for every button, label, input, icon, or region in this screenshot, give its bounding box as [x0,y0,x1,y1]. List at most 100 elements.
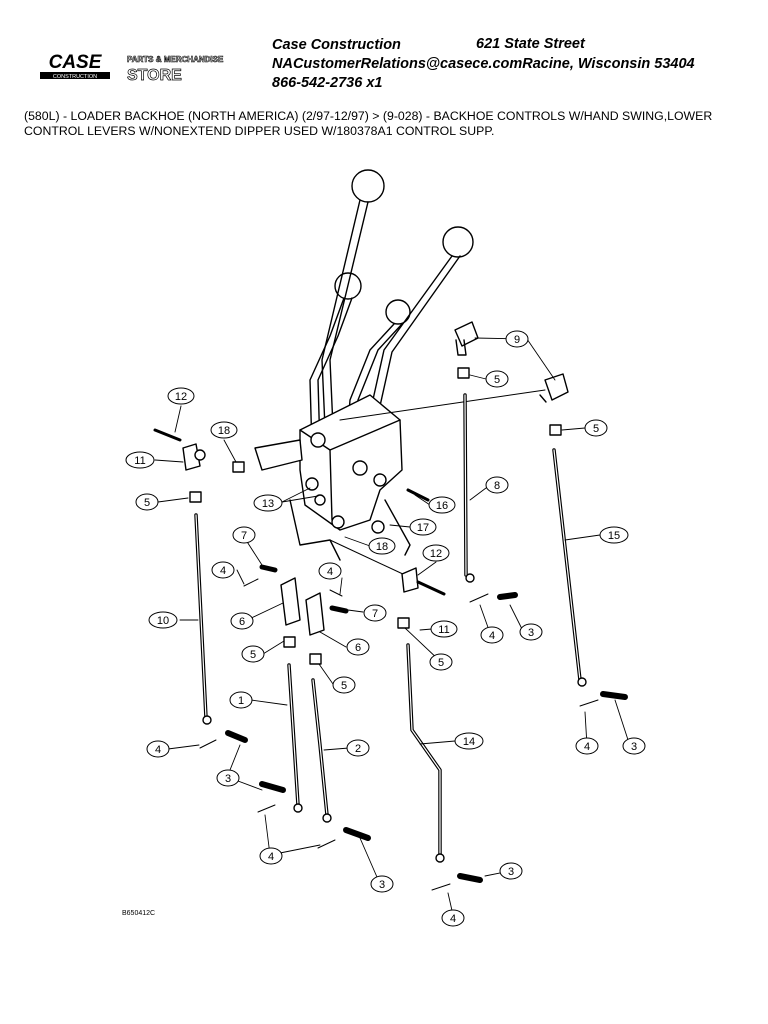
callout-4: 4 [480,626,504,644]
callout-3: 3 [216,769,240,787]
svg-text:5: 5 [438,657,444,669]
callout-15: 15 [599,526,629,544]
svg-text:4: 4 [155,744,161,756]
svg-text:5: 5 [250,649,256,661]
callout-4: 4 [259,847,283,865]
callout-5: 5 [485,370,509,388]
svg-text:12: 12 [175,391,187,403]
callout-11: 11 [125,451,155,469]
callout-3: 3 [499,862,523,880]
svg-text:16: 16 [436,500,448,512]
swivel-joint-upper [454,321,479,356]
callout-7: 7 [232,526,256,544]
callout-4: 4 [318,562,342,580]
svg-text:14: 14 [463,736,475,748]
svg-text:5: 5 [341,680,347,692]
figure-code: B650412C [122,910,156,917]
case-logo: CASE CONSTRUCTION [40,52,110,80]
callout-4: 4 [146,740,170,758]
callout-5: 5 [135,493,159,511]
svg-text:PARTS & MERCHANDISE: PARTS & MERCHANDISE [127,55,224,64]
svg-text:13: 13 [262,498,274,510]
svg-text:5: 5 [593,423,599,435]
company-email[interactable]: NACustomerRelations@casece.com [272,56,523,72]
callout-16: 16 [428,496,456,514]
svg-text:4: 4 [220,565,226,577]
svg-text:7: 7 [372,608,378,620]
callout-10: 10 [148,611,178,629]
svg-text:4: 4 [327,566,333,578]
swivel-joint-right [539,373,569,403]
merchandise-store-logo: PARTS & MERCHANDISE STORE [127,55,224,85]
svg-text:17: 17 [417,522,429,534]
callout-4: 4 [575,737,599,755]
svg-text:18: 18 [376,541,388,553]
svg-text:CASE: CASE [49,52,103,73]
callout-14: 14 [454,732,484,750]
svg-text:3: 3 [631,741,637,753]
svg-text:5: 5 [144,497,150,509]
svg-text:9: 9 [514,334,520,346]
callout-18: 18 [210,421,238,439]
callout-6: 6 [230,612,254,630]
svg-text:3: 3 [528,627,534,639]
callout-5: 5 [241,645,265,663]
svg-text:CONSTRUCTION: CONSTRUCTION [53,74,97,80]
svg-text:STORE: STORE [127,67,182,84]
control-valve-housing [254,394,411,561]
pins [225,564,628,883]
company-contact: Case Construction NACustomerRelations@ca… [272,36,695,93]
callout-3: 3 [622,737,646,755]
svg-text:1: 1 [238,695,244,707]
callout-5: 5 [332,676,356,694]
company-email-city: NACustomerRelations@casece.comRacine, Wi… [272,55,695,74]
callout-2: 2 [346,739,370,757]
svg-text:11: 11 [134,455,145,467]
callout-4: 4 [211,561,235,579]
callout-11: 11 [430,620,458,638]
svg-text:18: 18 [218,425,230,437]
svg-text:2: 2 [355,743,361,755]
svg-text:12: 12 [430,548,442,560]
nuts [189,367,562,665]
callout-17: 17 [409,518,437,536]
callout-5: 5 [584,419,608,437]
callout-4: 4 [441,909,465,927]
svg-text:6: 6 [239,616,245,628]
callout-9: 9 [505,330,529,348]
callout-1: 1 [229,691,253,709]
svg-text:4: 4 [450,913,456,925]
svg-text:6: 6 [355,642,361,654]
callout-3: 3 [519,623,543,641]
callout-13: 13 [253,494,283,512]
callout-7: 7 [363,604,387,622]
callouts: 9 5 5 12 18 11 5 13 16 8 17 18 15 7 12 4… [125,330,646,927]
callout-12: 12 [167,387,195,405]
callout-3: 3 [370,875,394,893]
svg-text:15: 15 [608,530,620,542]
company-phone: 866-542-2736 x1 [272,75,383,91]
callout-5: 5 [429,653,453,671]
svg-text:8: 8 [494,480,500,492]
company-street: 621 State Street [476,36,585,52]
company-city: Racine, Wisconsin 53404 [522,56,695,72]
svg-text:3: 3 [508,866,514,878]
svg-text:5: 5 [494,374,500,386]
svg-text:4: 4 [268,851,274,863]
callout-6: 6 [346,638,370,656]
svg-text:7: 7 [241,530,247,542]
cotter-pins [199,578,599,891]
company-name: Case Construction [272,37,401,53]
svg-text:3: 3 [225,773,231,785]
callout-12: 12 [422,544,450,562]
parts-diagram: 9 5 5 12 18 11 5 13 16 8 17 18 15 7 12 4… [125,169,646,927]
bolts [153,428,446,596]
clevis-parts [182,443,419,636]
callout-18: 18 [368,537,396,555]
svg-text:10: 10 [157,615,169,627]
document-title: (580L) - LOADER BACKHOE (NORTH AMERICA) … [24,109,713,138]
svg-text:11: 11 [438,624,449,636]
svg-text:4: 4 [489,630,495,642]
callout-8: 8 [485,476,509,494]
svg-text:4: 4 [584,741,590,753]
